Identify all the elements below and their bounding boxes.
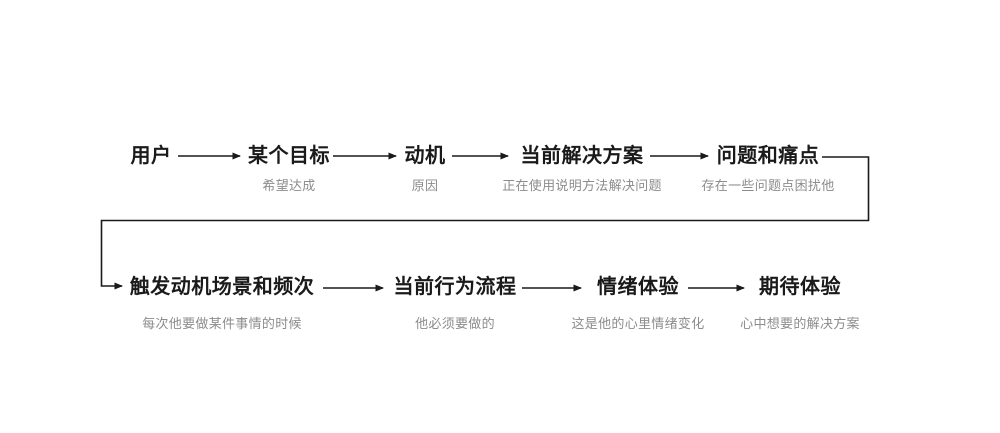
- node-expected-experience-sublabel: 心中想要的解决方案: [740, 316, 860, 331]
- node-problems-painpoints: 问题和痛点 存在一些问题点困扰他: [701, 145, 834, 194]
- node-trigger-scene-frequency: 触发动机场景和频次 每次他要做某件事情的时候: [130, 276, 315, 332]
- node-user-label: 用户: [130, 145, 172, 167]
- node-current-solution-sublabel: 正在使用说明方法解决问题: [502, 178, 662, 193]
- arrow-painpoints-to-trigger-wrap: [100, 156, 870, 290]
- node-current-solution-label: 当前解决方案: [520, 145, 644, 167]
- node-current-behavior-flow-sublabel: 他必须要做的: [415, 316, 495, 331]
- node-motivation: 动机 原因: [405, 145, 446, 194]
- node-motivation-sublabel: 原因: [411, 178, 439, 193]
- node-emotional-experience: 情绪体验 这是他的心里情绪变化: [571, 276, 704, 332]
- node-goal: 某个目标 希望达成: [248, 145, 330, 194]
- node-goal-label: 某个目标: [248, 145, 330, 167]
- node-motivation-label: 动机: [404, 145, 446, 167]
- node-emotional-experience-sublabel: 这是他的心里情绪变化: [571, 316, 705, 331]
- node-problems-painpoints-label: 问题和痛点: [716, 145, 820, 167]
- node-trigger-scene-frequency-label: 触发动机场景和频次: [129, 276, 315, 298]
- node-current-solution: 当前解决方案 正在使用说明方法解决问题: [502, 145, 662, 194]
- node-user: 用户: [131, 145, 172, 167]
- node-goal-sublabel: 希望达成: [262, 178, 316, 193]
- node-problems-painpoints-sublabel: 存在一些问题点困扰他: [701, 178, 835, 193]
- node-emotional-experience-label: 情绪体验: [596, 276, 679, 298]
- node-current-behavior-flow-label: 当前行为流程: [393, 276, 517, 298]
- node-expected-experience: 期待体验 心中想要的解决方案: [740, 276, 860, 332]
- node-current-behavior-flow: 当前行为流程 他必须要做的: [394, 276, 517, 332]
- node-expected-experience-label: 期待体验: [758, 276, 841, 298]
- node-trigger-scene-frequency-sublabel: 每次他要做某件事情的时候: [142, 316, 302, 331]
